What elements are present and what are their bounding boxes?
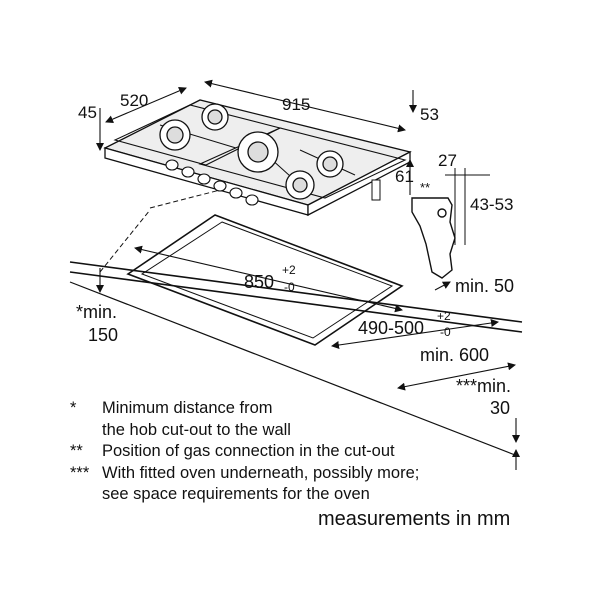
dim-cutout-width: 850: [244, 272, 274, 292]
dim-gas-marker: **: [420, 180, 430, 195]
dim-depth-45: 45: [78, 103, 97, 122]
footnote-text: Position of gas connection in the cut-ou…: [102, 442, 395, 460]
units-label: measurements in mm: [318, 508, 511, 530]
footnote-1: * Minimum distance from: [70, 398, 590, 420]
gas-hob: [103, 99, 412, 217]
dim-width-915: 915: [282, 95, 310, 114]
dimension-lines: [96, 79, 520, 470]
dim-cutout-depth-tol-plus: +2: [437, 309, 451, 323]
dim-width-520: 520: [120, 91, 148, 110]
dim-cutout-width-tol-minus: -0: [284, 280, 295, 294]
footnote-text-continued: the hob cut-out to the wall: [102, 420, 291, 439]
dim-wall-min-line1: *min.: [76, 302, 117, 322]
dim-cutout-depth: 490-500: [358, 318, 424, 338]
footnotes: * Minimum distance from the hob cut-out …: [70, 398, 590, 506]
footnote-3: *** With fitted oven underneath, possibl…: [70, 463, 590, 485]
dim-gas-43-53: 43-53: [470, 195, 513, 214]
dim-wall-min-line2: 150: [88, 325, 118, 345]
dim-min-50: min. 50: [455, 276, 514, 296]
dim-height-53: 53: [420, 105, 439, 124]
footnote-mark: *: [70, 399, 77, 417]
dim-gas-27: 27: [438, 151, 457, 170]
control-knobs: [165, 159, 259, 206]
dim-cutout-width-tol-plus: +2: [282, 263, 296, 277]
footnote-text: With fitted oven underneath, possibly mo…: [102, 463, 420, 482]
dim-min-600: min. 600: [420, 345, 489, 365]
footnote-text: Minimum distance from: [102, 399, 273, 417]
footnote-mark: **: [70, 442, 83, 460]
footnote-text-continued: see space requirements for the oven: [102, 485, 370, 503]
footnote-mark: ***: [70, 463, 90, 482]
dim-height-61: 61: [395, 167, 414, 186]
dim-cutout-depth-tol-minus: -0: [440, 325, 451, 339]
footnote-2: ** Position of gas connection in the cut…: [70, 441, 590, 463]
dim-oven-min-line1: ***min.: [456, 376, 511, 396]
gas-connection-detail: [411, 168, 490, 279]
dim-oven-min-line2: 30: [490, 398, 510, 418]
